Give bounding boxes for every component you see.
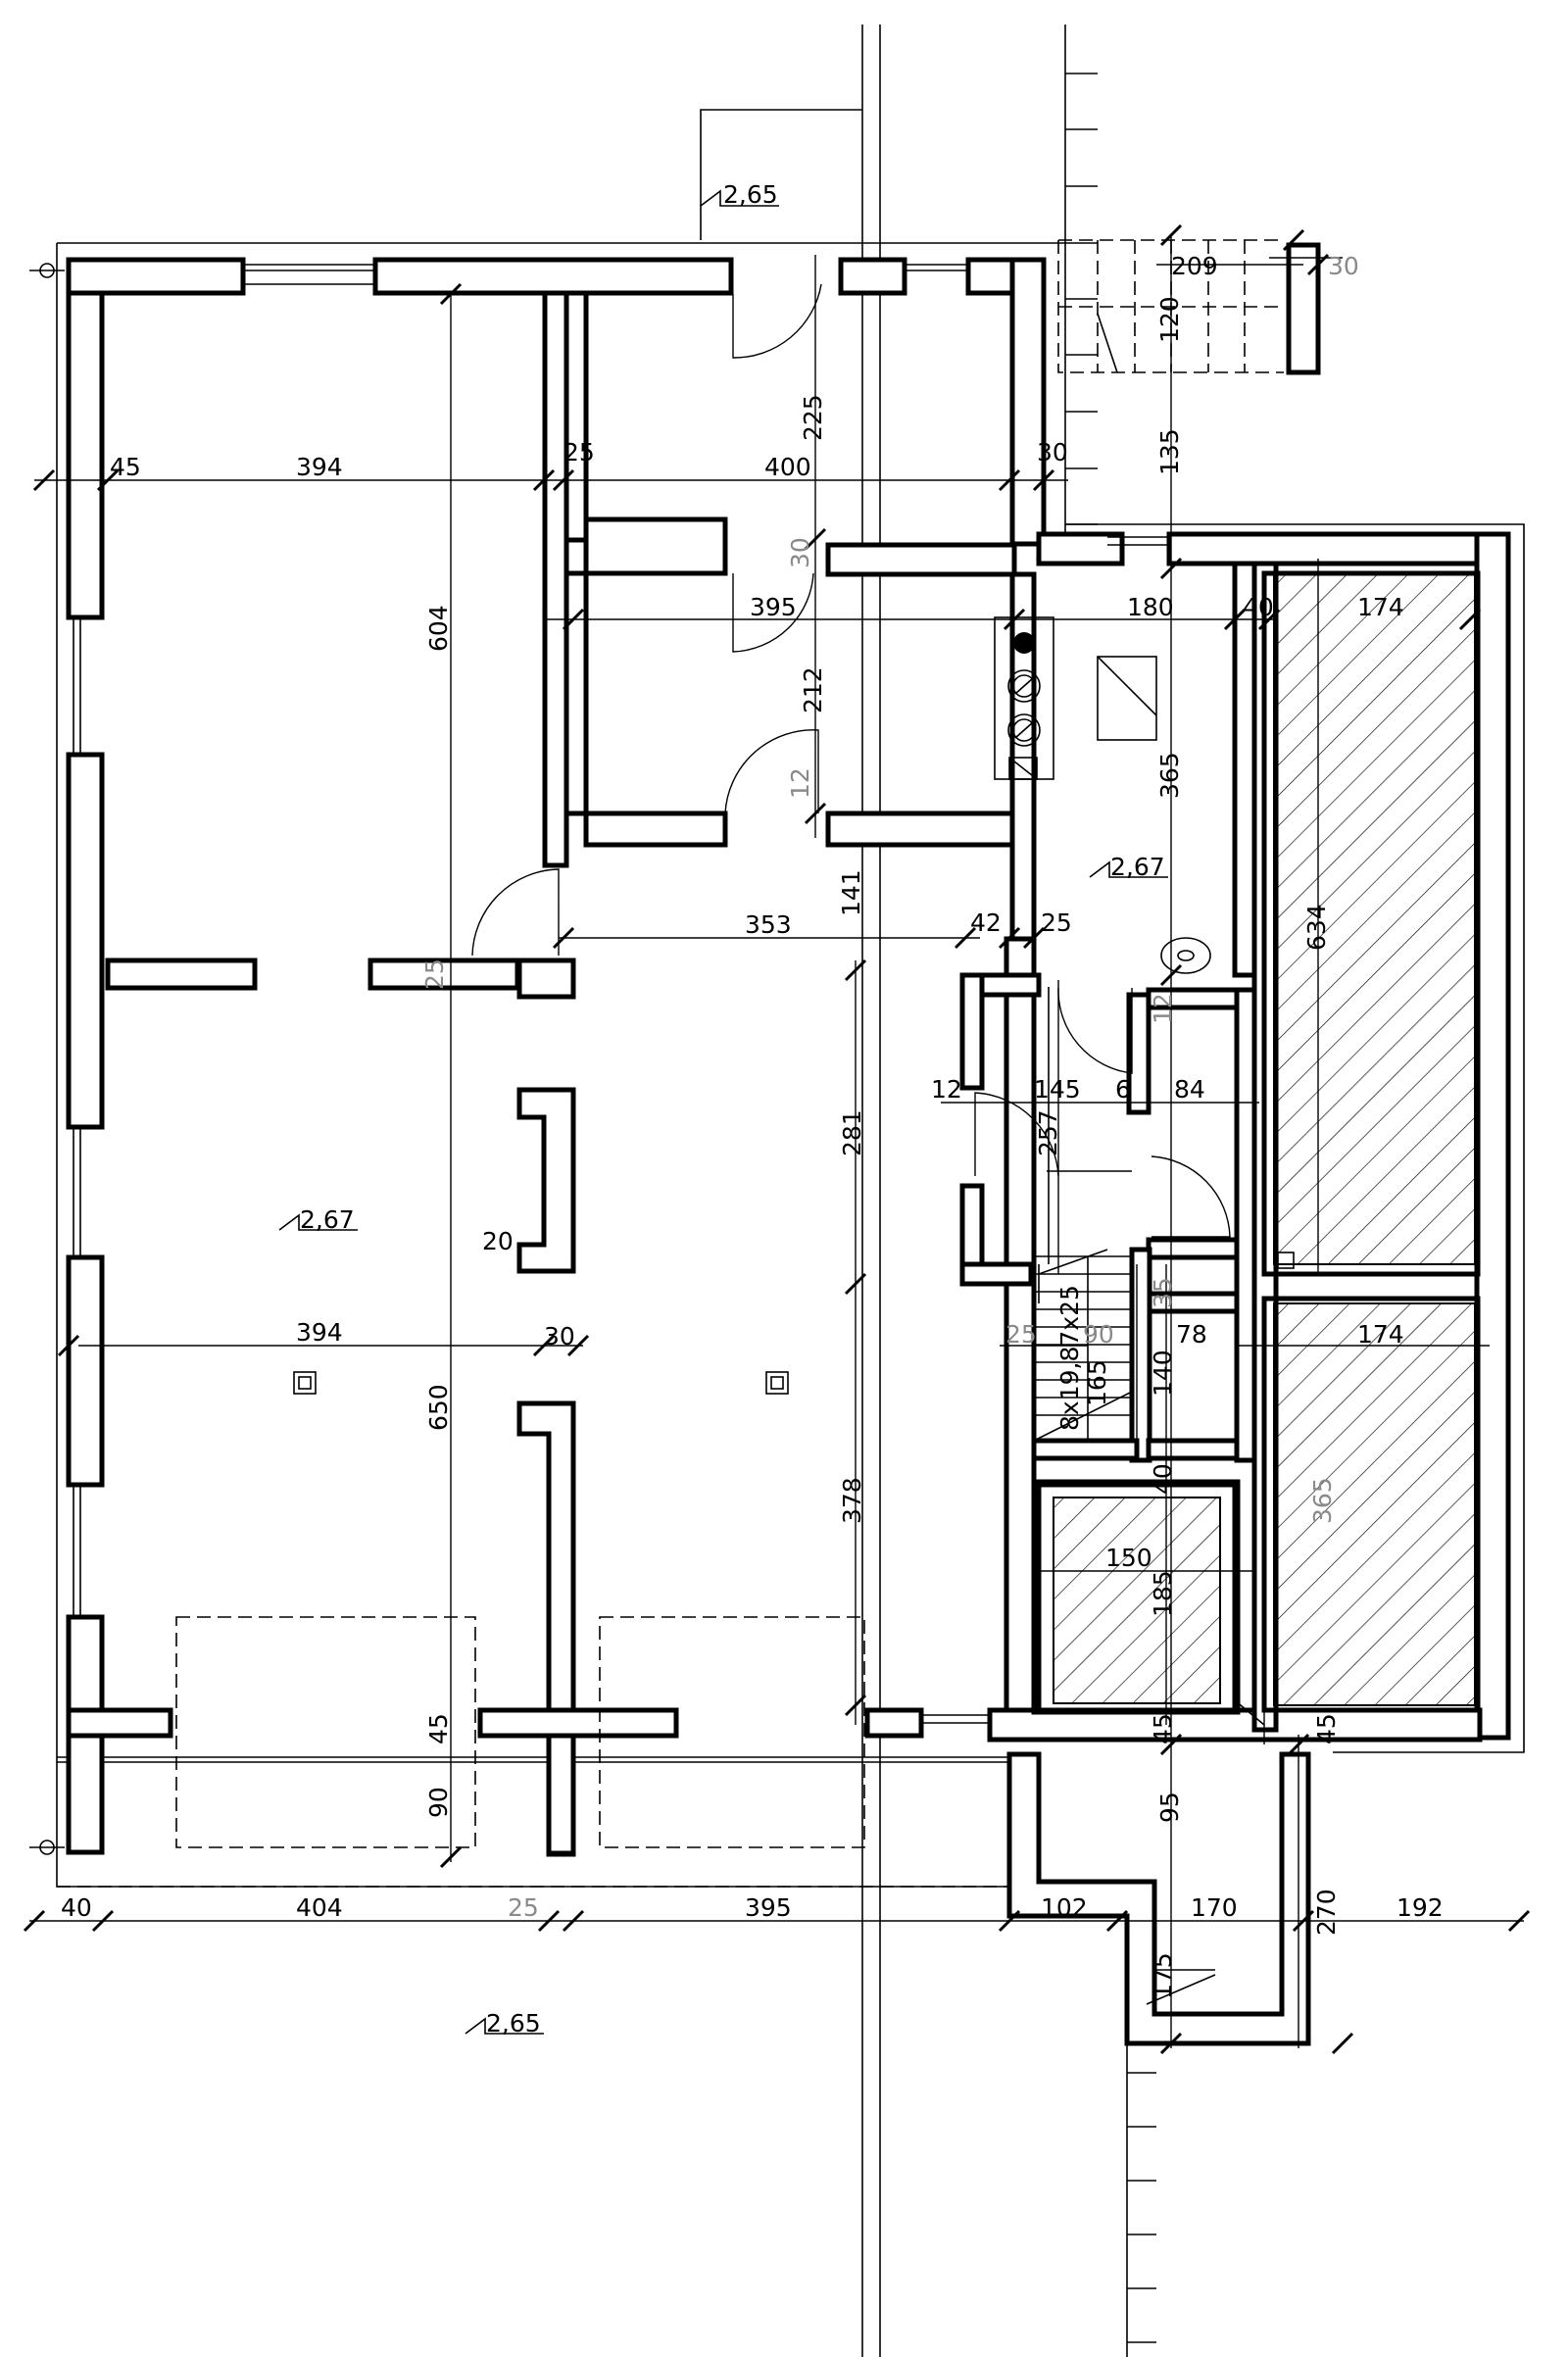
dim-30-stair: 30 bbox=[1328, 252, 1359, 280]
dim-185: 185 bbox=[1149, 1570, 1177, 1617]
level-top: 2,65 bbox=[723, 180, 778, 209]
level-markers bbox=[278, 189, 1168, 2035]
dim-394-top: 394 bbox=[296, 453, 343, 481]
dim-30-grey: 30 bbox=[786, 537, 814, 568]
dim-84: 84 bbox=[1174, 1075, 1205, 1104]
dim-40-bottom: 40 bbox=[61, 1893, 92, 1922]
dim-45-b: 45 bbox=[1149, 1713, 1177, 1744]
storage-hatch-left bbox=[1053, 1497, 1221, 1704]
fixtures bbox=[293, 616, 1295, 1395]
dim-135: 135 bbox=[1155, 428, 1184, 475]
dim-25-grey: 25 bbox=[420, 958, 449, 990]
dim-20: 20 bbox=[482, 1227, 514, 1255]
dim-395-bottom: 395 bbox=[745, 1893, 792, 1922]
dim-140: 140 bbox=[1149, 1350, 1177, 1397]
dim-257: 257 bbox=[1034, 1109, 1062, 1156]
dim-174-mid: 174 bbox=[1357, 1320, 1404, 1349]
dim-394-lower: 394 bbox=[296, 1318, 343, 1347]
dimension-lines bbox=[29, 235, 1524, 2048]
dim-45-c: 45 bbox=[1312, 1713, 1341, 1744]
dim-90: 90 bbox=[1083, 1320, 1114, 1349]
dim-378: 378 bbox=[838, 1477, 866, 1524]
storage-hatch-top bbox=[1273, 572, 1476, 1265]
dim-stairs-count: 8x19,87x25 bbox=[1055, 1285, 1084, 1431]
dim-40-mid: 40 bbox=[1243, 593, 1274, 621]
rooms bbox=[1036, 570, 1481, 1726]
dim-212: 212 bbox=[799, 666, 827, 713]
dim-12-bath: 12 bbox=[931, 1075, 962, 1104]
level-bottom: 2,65 bbox=[486, 2009, 541, 2038]
parking-outlines bbox=[175, 1616, 865, 1848]
dim-650: 650 bbox=[424, 1384, 453, 1431]
dim-25-stair-grey: 25 bbox=[1005, 1320, 1037, 1349]
storage-hatch-bottom bbox=[1273, 1302, 1476, 1706]
dim-365-hall: 365 bbox=[1155, 752, 1184, 799]
level-stair-landing: 2,67 bbox=[1110, 853, 1165, 881]
dim-170: 170 bbox=[1191, 1893, 1238, 1922]
dim-30-lower: 30 bbox=[544, 1322, 575, 1350]
dim-400-top: 400 bbox=[764, 453, 811, 481]
dim-40-stair: 40 bbox=[1149, 1463, 1177, 1495]
level-main-room: 2,67 bbox=[300, 1205, 355, 1234]
dim-165: 165 bbox=[1083, 1359, 1111, 1406]
dim-192: 192 bbox=[1396, 1893, 1444, 1922]
dim-30-top: 30 bbox=[1037, 438, 1068, 466]
dimension-ticks bbox=[23, 223, 1531, 2055]
dim-25-hall: 25 bbox=[1041, 908, 1072, 937]
dim-175: 175 bbox=[1149, 1952, 1177, 1999]
dim-35-grey: 35 bbox=[1149, 1277, 1177, 1308]
dim-12-grey: 12 bbox=[786, 767, 814, 799]
dim-78: 78 bbox=[1176, 1320, 1207, 1349]
dim-225: 225 bbox=[799, 394, 827, 441]
dim-150: 150 bbox=[1105, 1544, 1152, 1572]
dim-42: 42 bbox=[970, 908, 1002, 937]
doors bbox=[471, 283, 1231, 1303]
dim-25-top: 25 bbox=[564, 438, 595, 466]
dim-604: 604 bbox=[424, 605, 453, 652]
dim-45-top: 45 bbox=[110, 453, 141, 481]
dim-404: 404 bbox=[296, 1893, 343, 1922]
dim-174-top: 174 bbox=[1357, 593, 1404, 621]
dimension-labels: 45 394 25 400 30 209 30 120 135 225 395 … bbox=[61, 252, 1444, 1999]
dim-25-bottom: 25 bbox=[508, 1893, 539, 1922]
dim-270: 270 bbox=[1312, 1889, 1341, 1936]
dim-395-mid: 395 bbox=[750, 593, 797, 621]
dim-141: 141 bbox=[837, 869, 865, 916]
dim-12-bath-grey: 12 bbox=[1149, 993, 1177, 1024]
dim-353: 353 bbox=[745, 910, 792, 939]
stairs-inner bbox=[1033, 656, 1216, 2014]
dim-145: 145 bbox=[1034, 1075, 1081, 1104]
dim-209: 209 bbox=[1171, 252, 1218, 280]
dim-634: 634 bbox=[1302, 904, 1331, 951]
dim-6: 6 bbox=[1115, 1075, 1131, 1104]
dim-365-store: 365 bbox=[1308, 1477, 1337, 1524]
site-lines bbox=[29, 25, 1525, 2357]
dim-95: 95 bbox=[1155, 1792, 1184, 1823]
dim-281: 281 bbox=[838, 1109, 866, 1156]
dim-180: 180 bbox=[1127, 593, 1174, 621]
level-labels: 2,65 2,67 2,67 2,65 bbox=[300, 180, 1165, 2038]
dim-45-a: 45 bbox=[424, 1713, 453, 1744]
dim-90-lower: 90 bbox=[424, 1787, 453, 1818]
windows bbox=[73, 264, 1169, 1724]
dim-120: 120 bbox=[1155, 296, 1184, 343]
dim-102: 102 bbox=[1041, 1893, 1088, 1922]
